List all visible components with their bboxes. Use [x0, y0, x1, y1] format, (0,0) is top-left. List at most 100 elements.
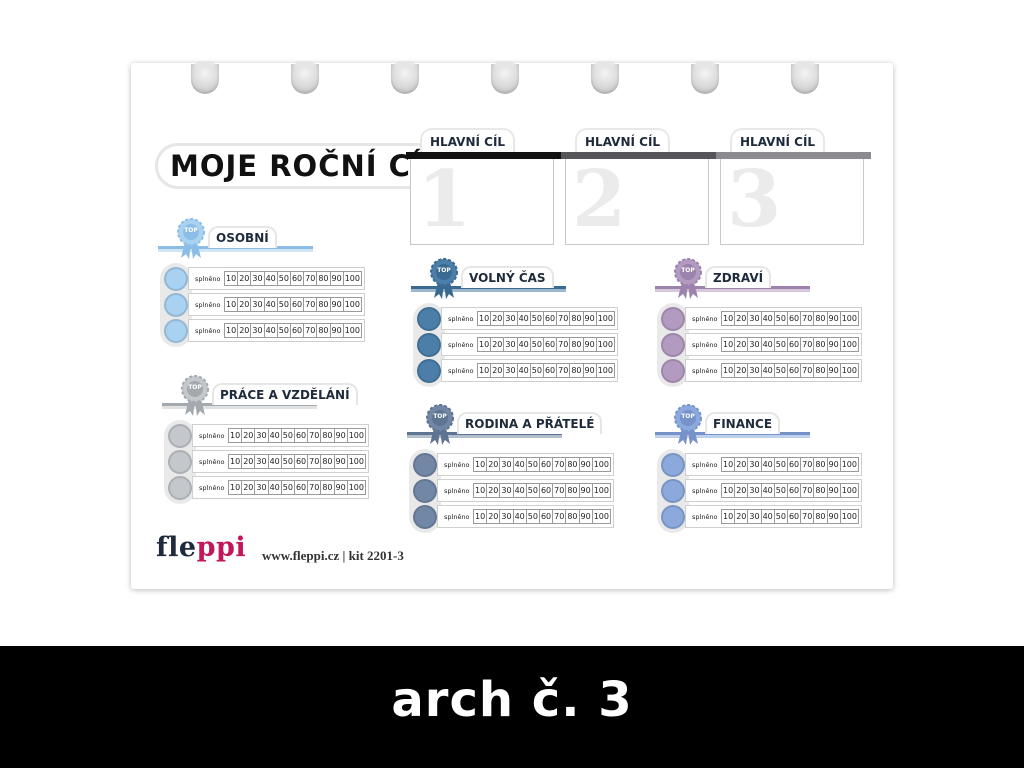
progress-cell[interactable]: 60 — [289, 297, 305, 312]
progress-cell[interactable]: 30 — [254, 454, 269, 469]
progress-cell[interactable]: 40 — [516, 311, 531, 326]
progress-cell[interactable]: 100 — [595, 311, 615, 326]
progress-dot[interactable] — [413, 479, 437, 503]
progress-cell[interactable]: 80 — [316, 297, 331, 312]
progress-cell[interactable]: 40 — [263, 271, 278, 286]
progress-cell[interactable]: 10 — [224, 271, 239, 286]
progress-cell[interactable]: 90 — [582, 311, 597, 326]
progress-cell[interactable]: 70 — [556, 311, 571, 326]
progress-cell[interactable]: 70 — [552, 457, 567, 472]
progress-cell[interactable]: 40 — [516, 337, 531, 352]
progress-cell[interactable]: 100 — [591, 483, 611, 498]
progress-cell[interactable]: 40 — [512, 509, 527, 524]
progress-cell[interactable]: 10 — [721, 509, 736, 524]
progress-cell[interactable]: 50 — [280, 480, 295, 495]
progress-cell[interactable]: 100 — [346, 428, 366, 443]
progress-cell[interactable]: 20 — [241, 454, 256, 469]
progress-dot[interactable] — [168, 424, 192, 448]
progress-cell[interactable]: 10 — [721, 337, 736, 352]
progress-cell[interactable]: 20 — [241, 480, 256, 495]
progress-cell[interactable]: 40 — [512, 483, 527, 498]
progress-dot[interactable] — [168, 476, 192, 500]
progress-cell[interactable]: 60 — [786, 509, 802, 524]
progress-cell[interactable]: 20 — [237, 297, 252, 312]
progress-cell[interactable]: 30 — [499, 483, 514, 498]
progress-cell[interactable]: 30 — [250, 271, 265, 286]
progress-cell[interactable]: 50 — [773, 311, 788, 326]
progress-dot[interactable] — [413, 453, 437, 477]
progress-cell[interactable]: 10 — [477, 337, 492, 352]
progress-cell[interactable]: 20 — [490, 337, 505, 352]
progress-dot[interactable] — [417, 307, 441, 331]
progress-cell[interactable]: 20 — [486, 483, 501, 498]
progress-cell[interactable]: 50 — [773, 457, 788, 472]
progress-cell[interactable]: 40 — [267, 480, 282, 495]
progress-cell[interactable]: 90 — [578, 509, 593, 524]
progress-cell[interactable]: 90 — [333, 428, 348, 443]
progress-cell[interactable]: 100 — [839, 311, 859, 326]
progress-cell[interactable]: 60 — [293, 454, 309, 469]
progress-cell[interactable]: 100 — [346, 454, 366, 469]
progress-cell[interactable]: 60 — [786, 457, 802, 472]
progress-dot[interactable] — [661, 479, 685, 503]
progress-cell[interactable]: 40 — [516, 363, 531, 378]
progress-dot[interactable] — [661, 505, 685, 529]
progress-cell[interactable]: 50 — [773, 363, 788, 378]
progress-cell[interactable]: 40 — [760, 337, 775, 352]
progress-cell[interactable]: 50 — [529, 363, 544, 378]
progress-cell[interactable]: 90 — [826, 311, 841, 326]
progress-cell[interactable]: 100 — [591, 457, 611, 472]
progress-cell[interactable]: 80 — [569, 311, 584, 326]
progress-dot[interactable] — [413, 505, 437, 529]
progress-cell[interactable]: 70 — [800, 311, 815, 326]
progress-cell[interactable]: 80 — [320, 454, 335, 469]
goal-field[interactable]: 3 — [720, 159, 864, 245]
progress-cell[interactable]: 80 — [813, 363, 828, 378]
progress-cell[interactable]: 30 — [747, 457, 762, 472]
goal-field[interactable]: 1 — [410, 159, 554, 245]
progress-cell[interactable]: 100 — [595, 337, 615, 352]
progress-cell[interactable]: 70 — [556, 337, 571, 352]
progress-cell[interactable]: 30 — [503, 311, 518, 326]
progress-cell[interactable]: 50 — [525, 509, 540, 524]
progress-dot[interactable] — [164, 267, 188, 291]
progress-cell[interactable]: 80 — [813, 337, 828, 352]
progress-cell[interactable]: 10 — [473, 483, 488, 498]
progress-cell[interactable]: 60 — [289, 271, 305, 286]
progress-cell[interactable]: 10 — [224, 297, 239, 312]
progress-cell[interactable]: 90 — [582, 363, 597, 378]
progress-cell[interactable]: 60 — [542, 363, 558, 378]
progress-cell[interactable]: 30 — [499, 509, 514, 524]
progress-cell[interactable]: 100 — [342, 297, 362, 312]
progress-cell[interactable]: 80 — [320, 480, 335, 495]
progress-cell[interactable]: 10 — [721, 483, 736, 498]
progress-cell[interactable]: 100 — [595, 363, 615, 378]
progress-cell[interactable]: 80 — [813, 311, 828, 326]
progress-cell[interactable]: 100 — [839, 509, 859, 524]
progress-cell[interactable]: 50 — [280, 454, 295, 469]
progress-cell[interactable]: 50 — [280, 428, 295, 443]
progress-cell[interactable]: 20 — [486, 509, 501, 524]
progress-cell[interactable]: 70 — [303, 323, 318, 338]
progress-cell[interactable]: 70 — [800, 337, 815, 352]
progress-cell[interactable]: 70 — [556, 363, 571, 378]
progress-cell[interactable]: 20 — [734, 311, 749, 326]
progress-cell[interactable]: 20 — [734, 337, 749, 352]
progress-cell[interactable]: 30 — [747, 337, 762, 352]
progress-cell[interactable]: 20 — [734, 457, 749, 472]
progress-cell[interactable]: 90 — [578, 483, 593, 498]
progress-cell[interactable]: 30 — [747, 483, 762, 498]
progress-cell[interactable]: 50 — [773, 337, 788, 352]
progress-dot[interactable] — [661, 359, 685, 383]
progress-cell[interactable]: 50 — [529, 311, 544, 326]
progress-cell[interactable]: 60 — [786, 337, 802, 352]
progress-cell[interactable]: 30 — [503, 337, 518, 352]
progress-cell[interactable]: 10 — [721, 457, 736, 472]
progress-cell[interactable]: 100 — [342, 271, 362, 286]
progress-cell[interactable]: 60 — [538, 483, 554, 498]
progress-cell[interactable]: 60 — [293, 480, 309, 495]
progress-cell[interactable]: 90 — [826, 509, 841, 524]
progress-cell[interactable]: 100 — [839, 483, 859, 498]
